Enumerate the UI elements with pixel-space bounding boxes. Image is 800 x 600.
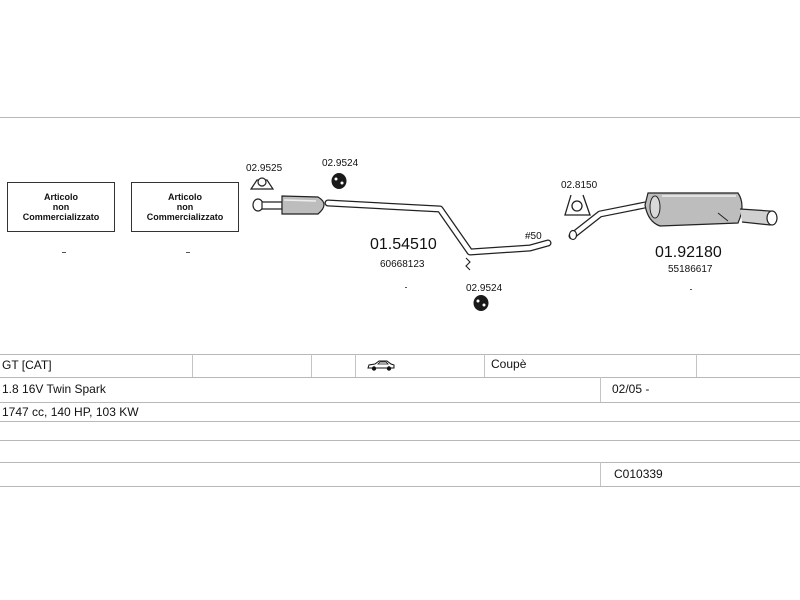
vehicle-model: GT [CAT] <box>2 358 52 372</box>
hanger-part-number: 02.9524 <box>322 158 359 169</box>
clamp-icon <box>249 177 275 190</box>
code-cell-divider <box>600 462 601 486</box>
row-divider-2 <box>0 402 800 403</box>
box-1-marker <box>62 252 66 253</box>
not-available-box-2: Articolo non Commercializzato <box>131 182 239 232</box>
hanger-part-number: 02.9524 <box>466 283 503 294</box>
table-border-bottom <box>0 486 800 487</box>
not-available-box-1: Articolo non Commercializzato <box>7 182 115 232</box>
row-divider-4 <box>0 440 800 441</box>
part-marker <box>405 287 407 288</box>
production-date: 02/05 - <box>612 382 650 396</box>
box-line-2: non <box>52 202 70 212</box>
box-2-marker <box>186 252 190 253</box>
top-border <box>0 117 800 118</box>
box-line-1: Articolo <box>43 192 78 202</box>
rubber-hanger-icon <box>331 173 347 189</box>
catalog-code: C010339 <box>614 467 663 481</box>
box-line-3: Commercializzato <box>22 212 100 222</box>
row-divider-1 <box>0 377 800 378</box>
cell-divider-5 <box>696 354 697 377</box>
row-divider-3 <box>0 421 800 422</box>
part-marker <box>690 289 692 290</box>
pipe-code: #50 <box>525 231 542 242</box>
cell-divider-4 <box>484 354 485 377</box>
engine: 1.8 16V Twin Spark <box>2 382 106 396</box>
cell-divider-2 <box>311 354 312 377</box>
middle-section-oe-number: 60668123 <box>380 259 425 270</box>
middle-silencer-section <box>252 195 552 271</box>
box-line-3: Commercializzato <box>146 212 224 222</box>
box-line-1: Articolo <box>167 192 202 202</box>
cell-divider-3 <box>355 354 356 377</box>
body-type: Coupè <box>491 357 527 371</box>
clamp-icon <box>564 194 591 216</box>
car-coupe-icon <box>366 358 396 377</box>
rear-silencer-oe-number: 55186617 <box>668 264 713 275</box>
rear-silencer <box>568 192 778 241</box>
middle-section-part-number: 01.54510 <box>370 236 437 253</box>
box-line-2: non <box>176 202 194 212</box>
clamp-part-number: 02.8150 <box>561 180 598 191</box>
date-cell-divider <box>600 377 601 402</box>
engine-specs: 1747 cc, 140 HP, 103 KW <box>2 405 139 419</box>
table-border-top <box>0 354 800 355</box>
clamp-part-number: 02.9525 <box>246 163 283 174</box>
row-divider-5 <box>0 462 800 463</box>
rear-silencer-part-number: 01.92180 <box>655 244 722 261</box>
cell-divider-1 <box>192 354 193 377</box>
rubber-hanger-icon <box>473 295 489 311</box>
